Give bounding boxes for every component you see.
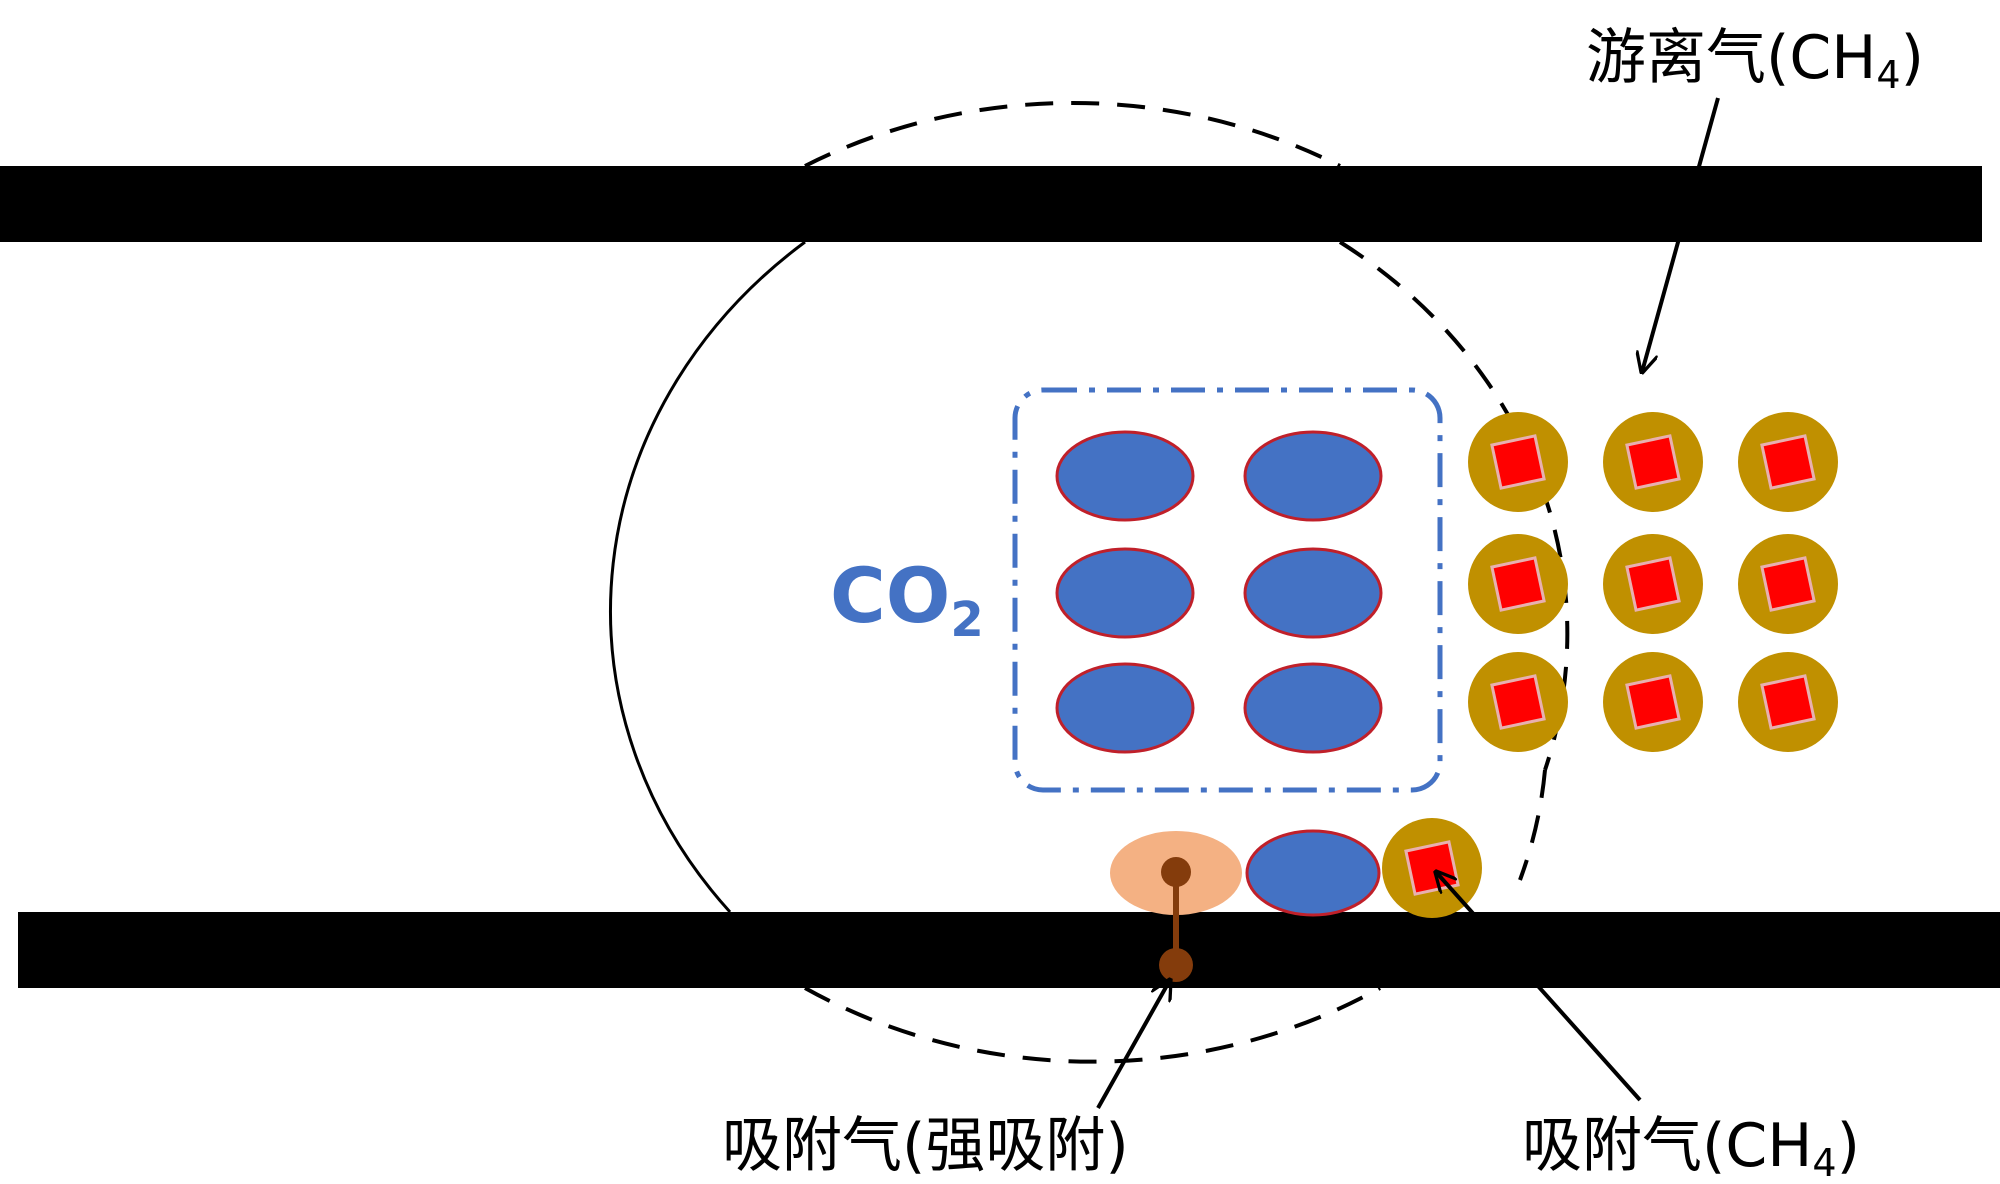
co2-molecule (1243, 430, 1383, 522)
co2-group-box (1012, 387, 1443, 793)
co2-molecule (1243, 662, 1383, 754)
ch4-molecule (1468, 412, 1568, 512)
free-ch4-molecules (1468, 412, 1838, 752)
ch4-molecule (1468, 652, 1568, 752)
free-gas-label: 游离气(CH4) (1586, 23, 1924, 97)
strong-adsorbate-atom-bottom (1159, 948, 1193, 982)
lower-pore-wall (18, 912, 2000, 988)
strong-adsorption-label: 吸附气(强吸附) (722, 1111, 1129, 1181)
co2-molecule (1243, 547, 1383, 639)
ch4-molecule (1468, 534, 1568, 634)
co2-molecules (1055, 430, 1383, 754)
ch4-molecule (1603, 652, 1703, 752)
co2-molecule (1055, 430, 1195, 522)
ch4-molecule (1738, 652, 1838, 752)
co2-molecule (1055, 547, 1195, 639)
free-gas-arrow (1642, 97, 1720, 372)
ch4-molecule (1603, 534, 1703, 634)
upper-pore-wall (0, 166, 1982, 242)
co2-molecule (1055, 662, 1195, 754)
strong-adsorption-arrow (1096, 980, 1170, 1109)
strong-adsorbate-atom-top (1161, 857, 1191, 887)
adsorbed-co2-molecule (1245, 829, 1381, 917)
adsorbed-ch4-molecule (1382, 818, 1482, 918)
ch4-molecule (1603, 412, 1703, 512)
ch4-molecule (1738, 534, 1838, 634)
adsorbed-ch4-arrow (1436, 872, 1642, 1102)
adsorbed-ch4-label: 吸附气(CH4) (1522, 1111, 1860, 1184)
co2-label: CO2 (830, 551, 984, 648)
ch4-molecule (1738, 412, 1838, 512)
